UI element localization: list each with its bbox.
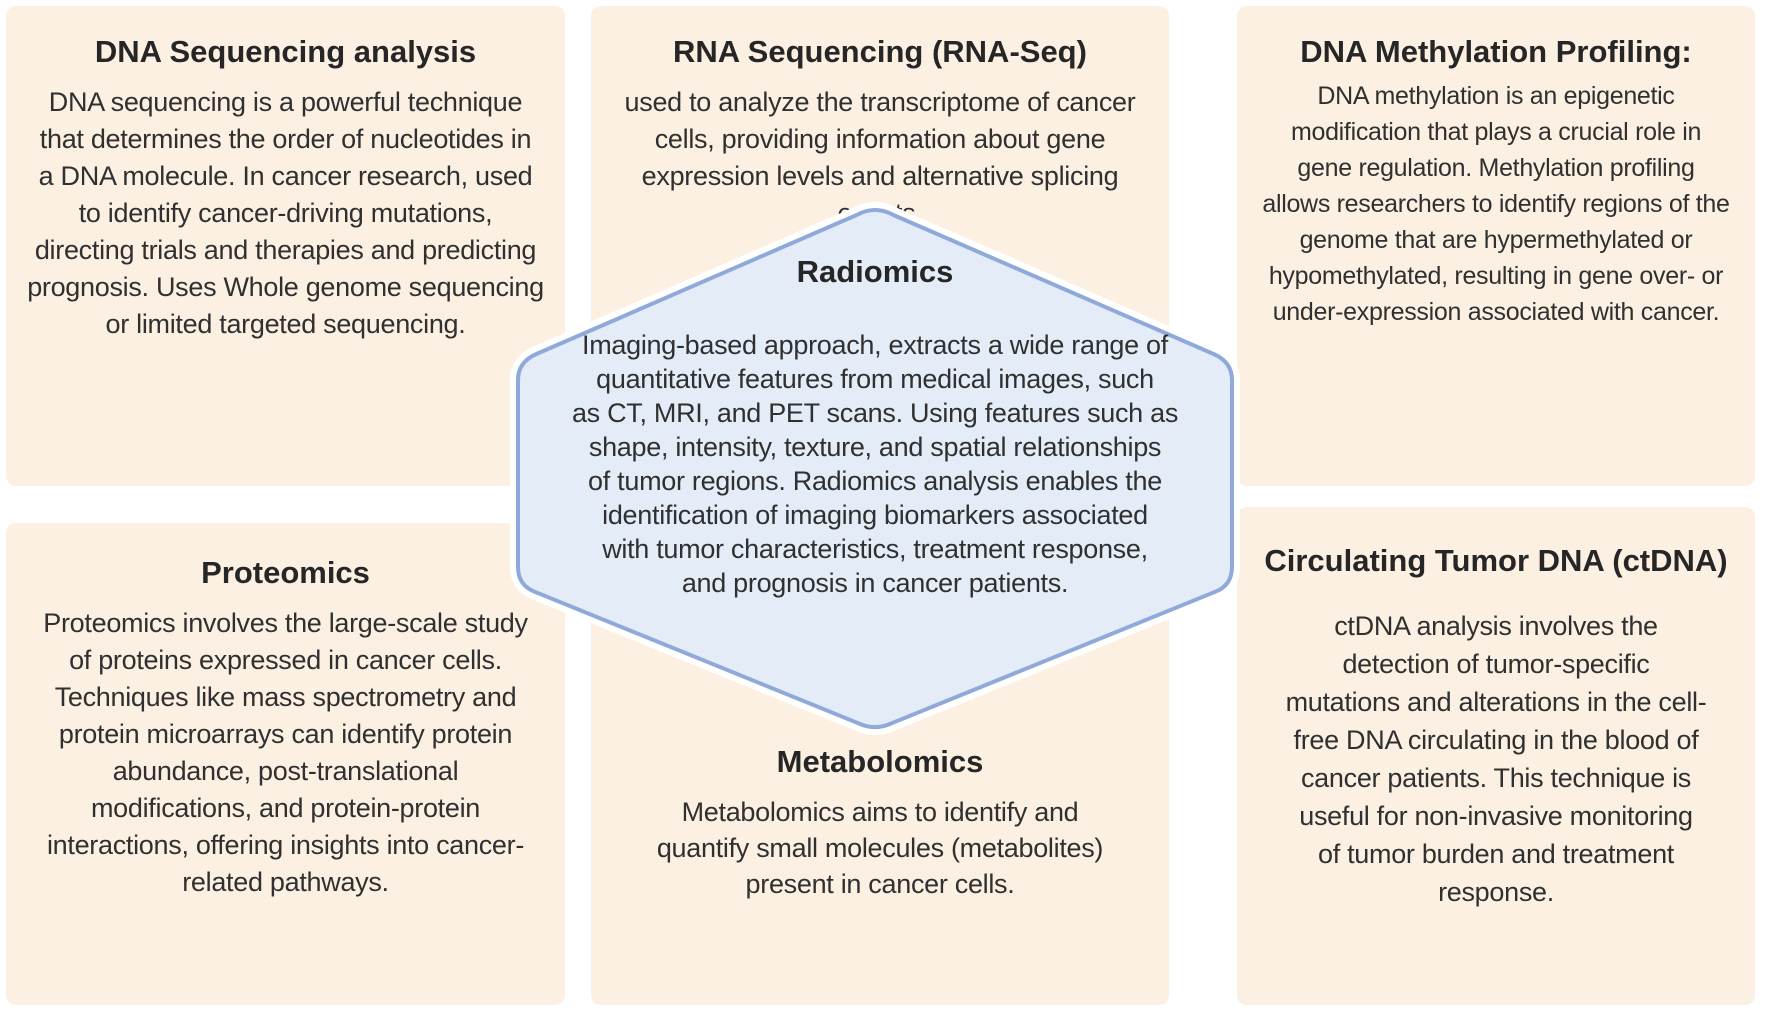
card-ctdna: Circulating Tumor DNA (ctDNA) ctDNA anal… <box>1237 507 1755 1005</box>
card-title-proteomics: Proteomics <box>201 555 370 590</box>
card-title-metabolomics: Metabolomics <box>776 744 984 779</box>
card-title-dna-sequencing: DNA Sequencing analysis <box>94 34 477 69</box>
radiomics-hexagon <box>510 202 1240 736</box>
card-title-dna-methylation: DNA Methylation Profiling: <box>1300 34 1692 69</box>
card-title-rna-sequencing: RNA Sequencing (RNA-Seq) <box>673 34 1087 69</box>
hexagon-body: Imaging-based approach, extracts a wide … <box>571 330 1179 598</box>
card-body-rna-sequencing: used to analyze the transcriptome of can… <box>624 87 1136 228</box>
card-body-dna-methylation: DNA methylation is an epigenetic modific… <box>1262 82 1730 326</box>
radiomics-panel: Radiomics Imaging-based approach, extrac… <box>518 252 1232 600</box>
card-body-dna-sequencing: DNA sequencing is a powerful technique t… <box>27 87 544 339</box>
card-body-metabolomics: Metabolomics aims to identify and quanti… <box>656 797 1104 899</box>
card-dna-sequencing: DNA Sequencing analysis DNA sequencing i… <box>6 6 565 486</box>
card-dna-methylation: DNA Methylation Profiling: DNA methylati… <box>1237 6 1755 486</box>
card-body-proteomics: Proteomics involves the large-scale stud… <box>43 608 528 897</box>
hexagon-title: Radiomics <box>796 254 954 289</box>
hexagon-shape <box>516 208 1234 730</box>
card-title-ctdna: Circulating Tumor DNA (ctDNA) <box>1264 543 1728 578</box>
card-body-ctdna: ctDNA analysis involves the detection of… <box>1285 611 1707 907</box>
card-proteomics: Proteomics Proteomics involves the large… <box>6 523 565 1005</box>
